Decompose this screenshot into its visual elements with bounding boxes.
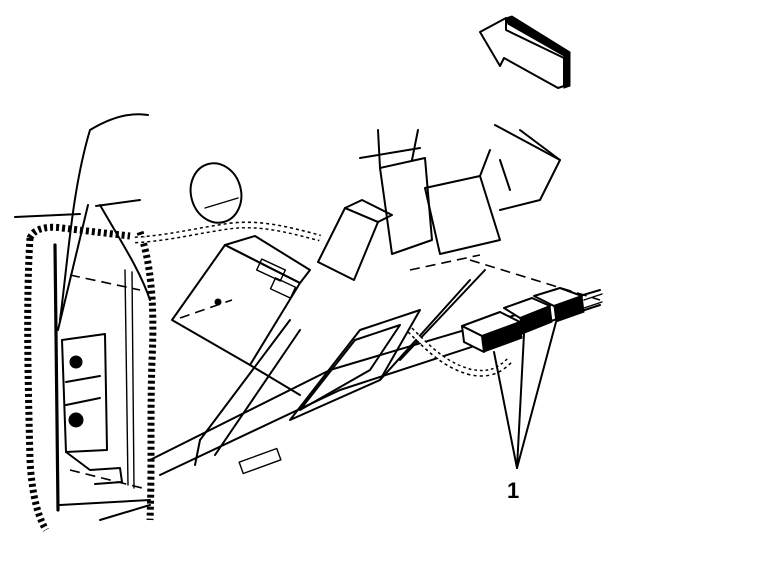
mirror — [189, 162, 243, 224]
connector-3 — [533, 287, 585, 323]
upper-wiring-harness — [134, 221, 321, 244]
left-pillar-panel — [14, 113, 157, 532]
cluster-module — [171, 235, 311, 396]
center-modules — [317, 124, 561, 281]
callout-1-leaders — [493, 321, 557, 469]
connector-1 — [461, 311, 523, 353]
callout-label-1: 1 — [507, 478, 520, 503]
connector-group — [461, 287, 603, 353]
direction-arrow-icon — [479, 15, 571, 89]
lower-dash-frame — [149, 259, 601, 476]
connector-2 — [503, 297, 553, 335]
